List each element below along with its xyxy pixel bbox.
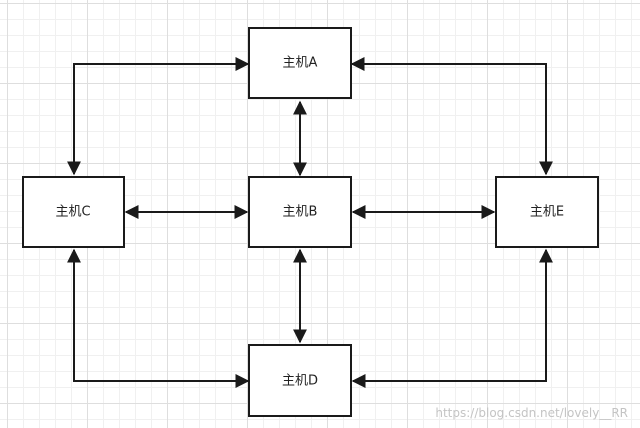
- edge-c-a: [67, 57, 250, 176]
- node-host-a-box: [248, 27, 352, 99]
- node-host-e-box: [495, 176, 599, 248]
- node-host-e-label: 主机E: [530, 205, 564, 220]
- node-host-a[interactable]: 主机A: [248, 27, 352, 99]
- node-host-d-box: [248, 344, 352, 417]
- node-host-d-label: 主机D: [282, 374, 318, 389]
- node-host-c-box: [22, 176, 125, 248]
- edge-c-d: [67, 248, 250, 388]
- edge-a-e: [350, 57, 553, 176]
- node-host-a-label: 主机A: [283, 56, 318, 71]
- node-host-b-box: [248, 176, 352, 248]
- node-host-b[interactable]: 主机B: [248, 176, 352, 248]
- connections: [67, 57, 553, 388]
- edge-e-d: [351, 248, 553, 388]
- node-host-d[interactable]: 主机D: [248, 344, 352, 417]
- node-host-c[interactable]: 主机C: [22, 176, 125, 248]
- watermark-text: https://blog.csdn.net/lovely__RR: [435, 406, 628, 420]
- node-host-e[interactable]: 主机E: [495, 176, 599, 248]
- node-host-b-label: 主机B: [283, 205, 318, 220]
- node-host-c-label: 主机C: [55, 205, 90, 220]
